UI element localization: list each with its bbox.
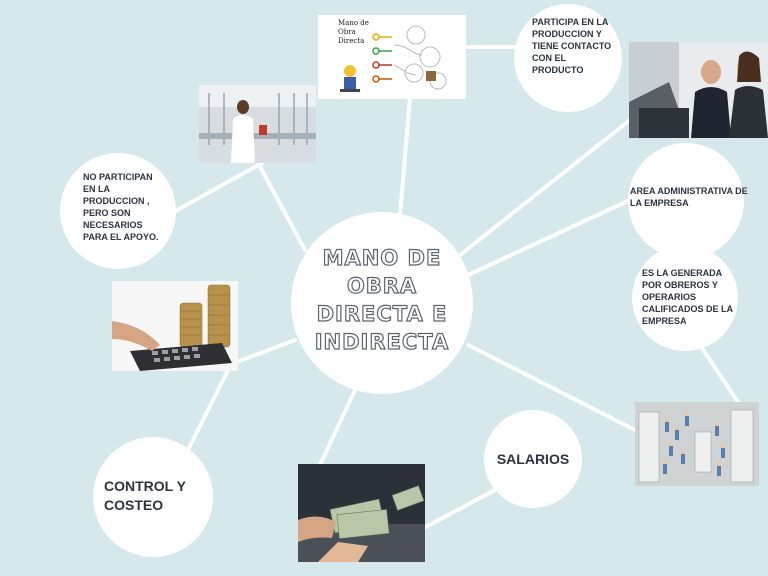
laboratory-photo bbox=[199, 85, 316, 163]
image-business-meeting[interactable] bbox=[629, 42, 768, 138]
connector-line bbox=[235, 338, 297, 364]
connector-line bbox=[318, 388, 357, 467]
connector-line bbox=[170, 161, 264, 215]
connector-line bbox=[466, 343, 637, 432]
node-control-text: CONTROL Y COSTEO bbox=[104, 478, 186, 513]
node-participa-text: PARTICIPA EN LA PRODUCCION Y TIENE CONTA… bbox=[532, 17, 612, 75]
image-laboratory[interactable] bbox=[199, 85, 316, 163]
node-no-participan-text: NO PARTICIPAN EN LA PRODUCCION , PERO SO… bbox=[83, 172, 159, 242]
node-area-admin-text: AREA ADMINISTRATIVA DE LA EMPRESA bbox=[630, 186, 748, 208]
connector-line bbox=[458, 118, 632, 257]
image-diagram-thumbnail[interactable]: Mano de Obra Directa bbox=[318, 15, 466, 99]
node-salarios[interactable]: SALARIOS bbox=[484, 410, 582, 508]
node-generada[interactable]: ES LA GENERADA POR OBREROS Y OPERARIOS C… bbox=[632, 245, 738, 351]
money-payment-photo bbox=[298, 464, 425, 562]
diagram-illustration bbox=[340, 25, 447, 92]
calculator-coins-photo bbox=[112, 281, 238, 371]
node-area-admin[interactable]: AREA ADMINISTRATIVA DE LA EMPRESA bbox=[628, 143, 748, 259]
image-money-payment[interactable] bbox=[298, 464, 425, 562]
diagram-caption: Mano de Obra Directa bbox=[338, 19, 369, 46]
diagram-caption-line: Mano de bbox=[338, 19, 369, 27]
connector-line bbox=[185, 368, 230, 454]
connector-line bbox=[466, 198, 632, 277]
diagram-caption-line: Obra bbox=[338, 28, 356, 36]
node-participa[interactable]: PARTICIPA EN LA PRODUCCION Y TIENE CONTA… bbox=[514, 4, 622, 112]
factory-workers-photo bbox=[635, 402, 759, 486]
central-topic-title: MANO DE OBRA DIRECTA E INDIRECTA bbox=[314, 245, 450, 354]
node-salarios-text: SALARIOS bbox=[496, 451, 570, 467]
connector-line bbox=[256, 161, 307, 252]
node-generada-text: ES LA GENERADA POR OBREROS Y OPERARIOS C… bbox=[642, 268, 733, 326]
image-calculator-coins[interactable] bbox=[112, 281, 238, 371]
connector-line bbox=[698, 343, 742, 407]
connector-line bbox=[398, 96, 412, 217]
connector-line bbox=[418, 488, 497, 532]
central-topic-node[interactable]: MANO DE OBRA DIRECTA E INDIRECTA bbox=[291, 212, 473, 394]
node-no-participan[interactable]: NO PARTICIPAN EN LA PRODUCCION , PERO SO… bbox=[60, 153, 176, 269]
image-factory-workers[interactable] bbox=[635, 402, 759, 486]
business-meeting-photo bbox=[629, 42, 768, 138]
diagram-caption-line: Directa bbox=[338, 37, 365, 45]
node-control[interactable]: CONTROL Y COSTEO bbox=[93, 437, 213, 557]
